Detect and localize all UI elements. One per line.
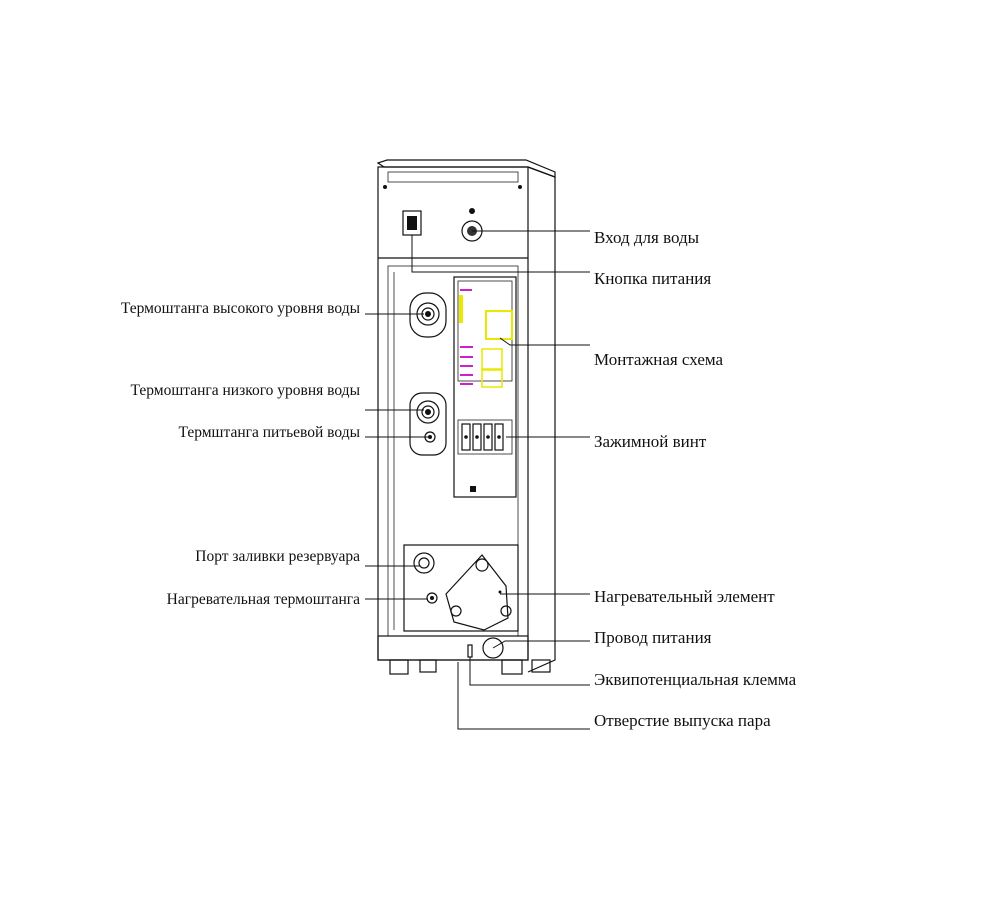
label-tank-fill-port: Порт заливки резервуара — [195, 548, 360, 565]
heating-compartment — [403, 544, 519, 632]
equipotential-terminal-screw — [467, 644, 473, 658]
label-equipotential-terminal: Эквипотенциальная клемма — [594, 670, 797, 689]
label-drinking-water-probe: Термштанга питьевой воды — [178, 424, 360, 441]
label-power-cord: Провод питания — [594, 628, 712, 647]
power-button-switch — [402, 210, 422, 236]
label-water-inlet: Вход для воды — [594, 228, 700, 247]
water-inlet-fitting — [461, 208, 483, 242]
label-power-button: Кнопка питания — [594, 269, 711, 288]
leader-lines-right — [411, 230, 590, 730]
wiring-board — [453, 276, 517, 498]
label-steam-outlet: Отверстие выпуска пара — [594, 711, 771, 730]
cabinet-body — [376, 159, 556, 675]
leader-lines-left — [365, 313, 428, 600]
high-level-probe-fitting — [409, 292, 447, 338]
low-level-probe-fitting — [409, 392, 447, 456]
label-heating-element: Нагревательный элемент — [594, 587, 775, 606]
label-heating-probe: Нагревательная термоштанга — [167, 591, 360, 608]
power-cord-grommet — [482, 637, 504, 659]
label-clamp-screw: Зажимной винт — [594, 432, 707, 451]
label-wiring-diagram: Монтажная схема — [594, 350, 724, 369]
label-high-level-probe: Термоштанга высокого уровня воды — [121, 300, 361, 317]
label-low-level-probe: Термоштанга низкого уровня воды — [130, 382, 360, 399]
